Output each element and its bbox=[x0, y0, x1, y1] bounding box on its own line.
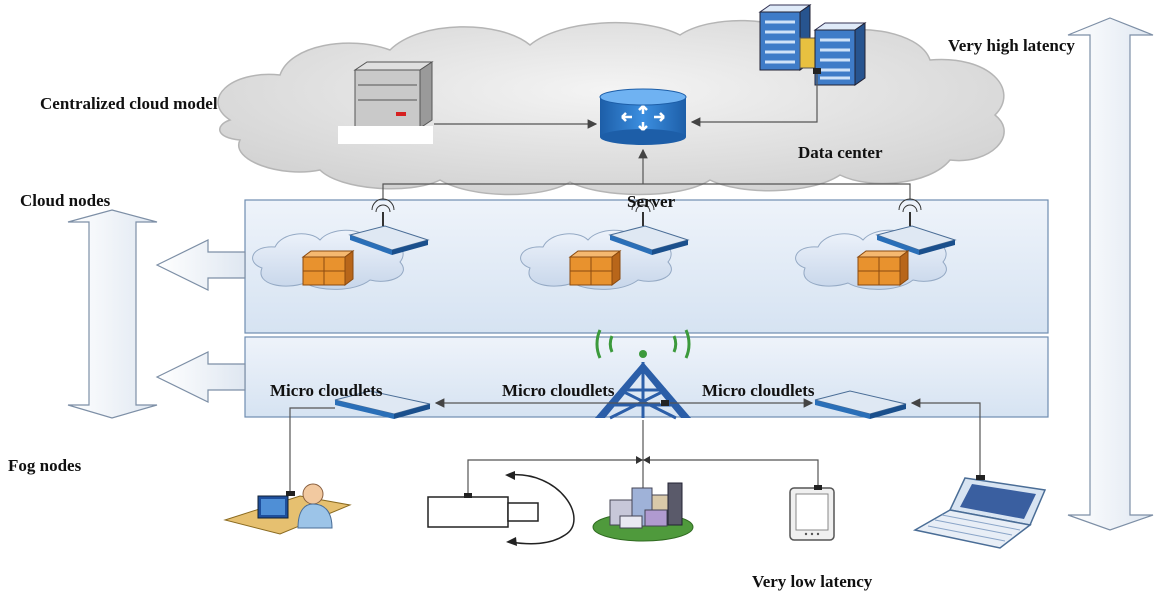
very-low-latency-label: Very low latency bbox=[752, 572, 873, 591]
storage-box-icon bbox=[568, 250, 622, 286]
user-at-desk-icon bbox=[223, 483, 352, 535]
fog-nodes-label: Fog nodes bbox=[8, 456, 82, 475]
fog-nodes-left-arrow bbox=[155, 351, 246, 403]
micro-cloudlets-label-left: Micro cloudlets bbox=[270, 381, 383, 400]
centralized-cloud-model-label: Centralized cloud model bbox=[40, 94, 218, 113]
tablet-icon bbox=[789, 485, 835, 541]
data-center-label: Data center bbox=[798, 143, 883, 162]
server-label: Server bbox=[627, 192, 676, 211]
storage-box-icon bbox=[301, 250, 355, 286]
wireless-router-icon bbox=[608, 198, 690, 255]
latency-double-arrow bbox=[1067, 17, 1154, 531]
very-high-latency-label: Very high latency bbox=[948, 36, 1075, 55]
laptop-icon bbox=[912, 475, 1047, 549]
data-center-icon bbox=[758, 4, 867, 86]
router-icon bbox=[814, 390, 907, 419]
micro-cloudlets-label-center: Micro cloudlets bbox=[502, 381, 615, 400]
router-icon bbox=[334, 390, 431, 419]
central-connections bbox=[382, 68, 911, 205]
cloud-nodes-label: Cloud nodes bbox=[20, 191, 111, 210]
city-buildings-icon bbox=[592, 482, 694, 542]
storage-box-icon bbox=[856, 250, 910, 286]
fog-connections bbox=[289, 398, 981, 495]
cloud-nodes-left-arrow bbox=[155, 239, 246, 291]
camera-icon bbox=[427, 471, 575, 546]
cell-tower-icon bbox=[595, 329, 691, 420]
wireless-router-icon bbox=[348, 198, 430, 255]
router-icon bbox=[599, 88, 687, 145]
micro-cloudlets-label-right: Micro cloudlets bbox=[702, 381, 815, 400]
left-double-arrow bbox=[67, 209, 158, 419]
wireless-router-icon bbox=[875, 198, 957, 255]
server-tower-icon bbox=[338, 61, 434, 144]
